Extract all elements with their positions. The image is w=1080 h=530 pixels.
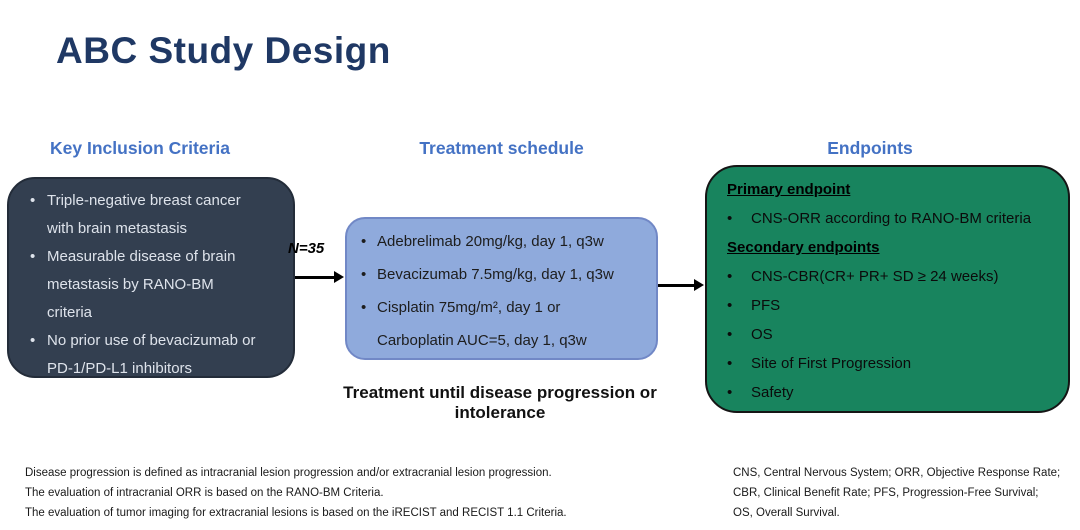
treatment-duration-caption: Treatment until disease progression or i… bbox=[343, 383, 657, 422]
bullet-icon: • bbox=[727, 384, 733, 401]
list-item: • CNS-ORR according to RANO-BM criteria bbox=[727, 204, 1058, 233]
list-item-text: Adebrelimab 20mg/kg, day 1, q3w bbox=[377, 233, 604, 250]
bullet-icon: • bbox=[727, 355, 733, 372]
bullet-icon: • bbox=[727, 210, 733, 227]
secondary-endpoints-label-text: Secondary endpoints bbox=[727, 239, 880, 256]
list-item: • Cisplatin 75mg/m², day 1 or Carboplatin… bbox=[361, 291, 648, 357]
list-item: • Triple-negative breast cancer with brai… bbox=[30, 187, 279, 243]
treatment-schedule-box: • Adebrelimab 20mg/kg, day 1, q3w • Bevaciz… bbox=[345, 217, 658, 360]
list-item: • Safety bbox=[727, 378, 1058, 407]
secondary-endpoints-list: • CNS-CBR(CR+ PR+ SD ≥ 24 weeks) • PFS • OS • S… bbox=[727, 262, 1058, 407]
list-item: The evaluation of intracranial ORR is ba… bbox=[25, 487, 384, 499]
primary-endpoint-label-text: Primary endpoint bbox=[727, 181, 851, 198]
list-item-text: Safety bbox=[751, 384, 794, 401]
footnotes-right: CNS, Central Nervous System; ORR, Object… bbox=[733, 463, 1060, 523]
bullet-icon: • bbox=[30, 192, 36, 209]
list-item-text: Measurable disease of brain metastasis b… bbox=[47, 248, 236, 321]
list-item-text: No prior use of bevacizumab or PD-1/PD-L… bbox=[47, 332, 256, 377]
list-item: • Adebrelimab 20mg/kg, day 1, q3w bbox=[361, 225, 648, 258]
list-item: • Measurable disease of brain metastasis … bbox=[30, 243, 279, 327]
bullet-icon: • bbox=[30, 248, 36, 265]
list-item: • Site of First Progression bbox=[727, 349, 1058, 378]
list-item: • CNS-CBR(CR+ PR+ SD ≥ 24 weeks) bbox=[727, 262, 1058, 291]
list-item-text: CNS-ORR according to RANO-BM criteria bbox=[751, 210, 1032, 227]
list-item: OS, Overall Survival. bbox=[733, 507, 840, 519]
arrow-right-icon bbox=[295, 271, 344, 282]
list-item: Disease progression is defined as intrac… bbox=[25, 467, 552, 479]
secondary-endpoints-label: Secondary endpoints bbox=[727, 233, 1058, 262]
bullet-icon: • bbox=[361, 299, 367, 316]
bullet-icon: • bbox=[727, 326, 733, 343]
primary-endpoint-list: • CNS-ORR according to RANO-BM criteria bbox=[727, 204, 1058, 233]
list-item: • Bevacizumab 7.5mg/kg, day 1, q3w bbox=[361, 258, 648, 291]
primary-endpoint-label: Primary endpoint bbox=[727, 175, 1058, 204]
bullet-icon: • bbox=[361, 266, 367, 283]
bullet-icon: • bbox=[30, 332, 36, 349]
list-item-text: OS bbox=[751, 326, 773, 343]
inclusion-heading: Key Inclusion Criteria bbox=[50, 138, 230, 158]
list-item-text: Bevacizumab 7.5mg/kg, day 1, q3w bbox=[377, 266, 614, 283]
list-item-text: Site of First Progression bbox=[751, 355, 912, 372]
list-item-text: Triple-negative breast cancer with brain… bbox=[47, 192, 241, 237]
bullet-icon: • bbox=[361, 233, 367, 250]
list-item: • No prior use of bevacizumab or PD-1/PD-… bbox=[30, 327, 279, 383]
footnotes-left: Disease progression is defined as intrac… bbox=[25, 463, 567, 523]
list-item-text: Cisplatin 75mg/m², day 1 or Carboplatin … bbox=[377, 299, 587, 349]
list-item: CNS, Central Nervous System; ORR, Object… bbox=[733, 467, 1061, 479]
sample-size-label: N=35 bbox=[288, 240, 325, 257]
bullet-icon: • bbox=[727, 297, 733, 314]
endpoints-box: Primary endpoint • CNS-ORR according to R… bbox=[705, 165, 1070, 413]
page-title: ABC Study Design bbox=[56, 30, 391, 71]
list-item: CBR, Clinical Benefit Rate; PFS, Progres… bbox=[733, 487, 1039, 499]
list-item: • OS bbox=[727, 320, 1058, 349]
endpoints-heading: Endpoints bbox=[827, 138, 913, 158]
inclusion-criteria-box: • Triple-negative breast cancer with brai… bbox=[7, 177, 295, 378]
list-item: The evaluation of tumor imaging for extr… bbox=[25, 507, 567, 519]
bullet-icon: • bbox=[727, 268, 733, 285]
arrow-right-icon bbox=[658, 279, 704, 290]
list-item-text: PFS bbox=[751, 297, 781, 314]
list-item-text: CNS-CBR(CR+ PR+ SD ≥ 24 weeks) bbox=[751, 268, 999, 285]
list-item: • PFS bbox=[727, 291, 1058, 320]
treatment-heading: Treatment schedule bbox=[419, 138, 584, 158]
